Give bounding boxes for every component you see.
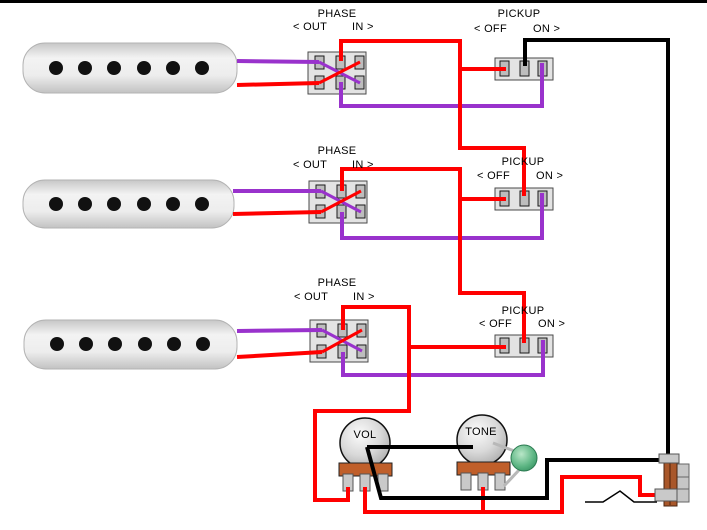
wire-volume-wiper-to-jack-ground (365, 446, 662, 500)
wire-phase2-to-switch2-on (340, 193, 544, 240)
pickup-3-body (23, 319, 238, 370)
phase-in-label-1: IN > (352, 21, 374, 33)
jack-bushing (676, 463, 690, 503)
pole-dot (196, 337, 210, 351)
pole-dot (108, 337, 122, 351)
pickup-off-label-2: < OFF (477, 170, 510, 182)
tone-pot-label: TONE (465, 426, 497, 438)
pickup-1-body (22, 42, 238, 94)
pole-dot (107, 61, 121, 75)
pickup-label-2: PICKUP (501, 156, 545, 168)
tone-capacitor (492, 441, 538, 488)
top-border (0, 0, 707, 3)
pole-dot (49, 61, 63, 75)
pole-dot (49, 197, 63, 211)
pole-dot (50, 337, 64, 351)
pole-dot (195, 197, 209, 211)
pickup-label-3: PICKUP (501, 305, 545, 317)
pickup-label-1: PICKUP (497, 8, 541, 20)
phase-label-3: PHASE (317, 277, 357, 289)
jack-output-lug (658, 453, 680, 464)
wire-pickup2-hot (232, 210, 322, 216)
jack-hot-lug (654, 488, 678, 502)
wire-phase1-cross-red (318, 60, 361, 85)
wire-phase1-out (339, 39, 526, 196)
tone-pot (456, 414, 511, 491)
wire-pickup1-hot (236, 81, 320, 87)
wire-volume-to-jack-hot (363, 475, 660, 514)
phase-wires (233, 59, 545, 377)
wire-switch1-to-jack-output (523, 38, 670, 456)
pickup-on-label-2: ON > (536, 170, 564, 182)
ground-wires (365, 38, 670, 500)
pot-lug (494, 472, 506, 491)
pickup-2-body (22, 179, 235, 229)
pole-dot (167, 337, 181, 351)
phase-out-label-3: < OUT (294, 291, 329, 303)
volume-pot-body (339, 417, 391, 469)
wire-pickup3-hot (236, 350, 323, 359)
phase-in-label-3: IN > (353, 291, 375, 303)
wire-phase3-out-to-volume (313, 305, 411, 502)
pole-dot (78, 197, 92, 211)
hot-wires (232, 39, 660, 514)
pickup-1 (22, 42, 238, 94)
volume-pot-label: VOL (353, 429, 377, 441)
pole-dot (195, 61, 209, 75)
wire-pickup1-phase (236, 59, 320, 64)
capacitor-body (510, 444, 538, 472)
pole-dot (137, 61, 151, 75)
pickup-off-label-3: < OFF (479, 318, 512, 330)
wire-pickup3-phase (236, 328, 323, 333)
pickup-2 (22, 179, 235, 229)
pickup-on-label-1: ON > (533, 23, 561, 35)
pole-dot (107, 197, 121, 211)
pickup-3 (23, 319, 238, 370)
wire-phase2-out (340, 167, 526, 343)
tone-pot-body (456, 414, 508, 466)
phase-label-2: PHASE (317, 145, 357, 157)
wire-phase2-cross-red (320, 189, 362, 214)
phase-out-label-1: < OUT (293, 21, 328, 33)
pole-dot (166, 197, 180, 211)
pole-dot (78, 61, 92, 75)
pickup-off-label-1: < OFF (474, 23, 507, 35)
pole-dot (166, 61, 180, 75)
pole-dot (138, 337, 152, 351)
pot-lug (460, 472, 472, 491)
wire-phase3-cross-red (321, 328, 363, 354)
phase-in-label-2: IN > (352, 159, 374, 171)
phase-out-label-2: < OUT (293, 159, 328, 171)
wire-phase3-to-switch3-on (341, 340, 545, 377)
pole-dot (79, 337, 93, 351)
pickup-on-label-3: ON > (538, 318, 566, 330)
wire-phase1-to-switch1-on (339, 63, 544, 108)
pole-dot (137, 197, 151, 211)
phase-label-1: PHASE (317, 8, 357, 20)
jack-spring-contact (585, 490, 657, 503)
capacitor-lead (502, 467, 522, 488)
output-jack (585, 453, 690, 507)
